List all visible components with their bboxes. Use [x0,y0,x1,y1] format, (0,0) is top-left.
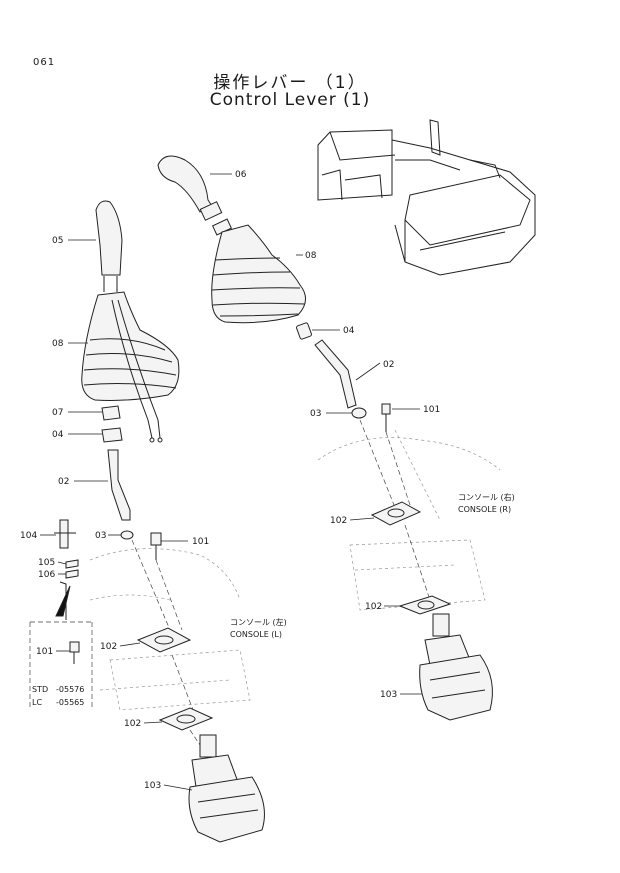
inset-lc-serial: -05565 [56,698,84,707]
excavator-illustration [317,119,536,276]
console-right-en: CONSOLE (R) [458,505,511,514]
left-plates [136,627,214,731]
callout-103-left: 103 [144,781,161,791]
inset-lc-label: LC [32,698,42,707]
left-lever-wires [111,299,163,443]
right-shaft-lines [359,419,431,601]
callout-02-right: 02 [383,360,394,370]
inset-std-label: STD [32,685,48,694]
callout-08-right: 08 [305,251,317,261]
right-plates [370,501,452,615]
callout-08-left: 08 [52,339,64,349]
page-title-en: Control Lever (1) [209,90,371,110]
page-number: 061 [33,57,56,68]
callout-04-right: 04 [343,326,355,336]
inset-part-101: 101 [36,647,53,657]
console-right-jp: コンソール (右) [458,492,515,502]
left-lever-boot [81,291,180,401]
callout-102-left-upper: 102 [100,642,117,652]
console-left-jp: コンソール (左) [230,617,287,627]
callout-102-left-lower: 102 [124,719,141,729]
right-console-ghost [317,429,501,611]
callout-02-left: 02 [58,477,69,487]
callout-105: 105 [38,558,55,568]
serial-inset-box [29,581,93,710]
inset-std-serial: -05576 [56,685,84,694]
callout-03-left: 03 [95,531,106,541]
page-title-jp: 操作レバー （1） [213,73,367,93]
callout-101-right: 101 [423,405,440,415]
callout-104: 104 [20,531,37,541]
left-lever-grip [95,200,123,292]
left-console-ghost [89,548,251,711]
left-lever-parts [54,405,162,579]
leader-lines [40,173,422,791]
callout-102-right-upper: 102 [330,516,347,526]
left-pilot-valve [188,734,265,843]
right-pilot-valve [419,613,493,721]
callout-103-right: 103 [380,690,397,700]
callout-04-left: 04 [52,430,64,440]
callout-07: 07 [52,408,63,418]
left-shaft-lines [131,539,211,761]
right-lever-parts [296,322,391,432]
right-lever-grip [157,155,233,236]
callout-03-right: 03 [310,409,321,419]
callout-102-right-lower: 102 [365,602,382,612]
callout-06: 06 [235,170,247,180]
callout-101-left: 101 [192,537,209,547]
right-lever-boot [211,224,306,324]
callout-05: 05 [52,236,63,246]
console-left-en: CONSOLE (L) [230,630,282,639]
callout-106: 106 [38,570,55,580]
